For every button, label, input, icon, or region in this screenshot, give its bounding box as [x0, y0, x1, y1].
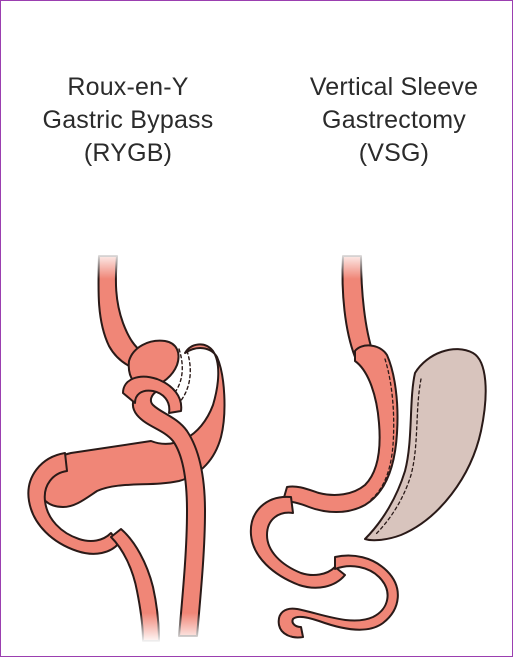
- rygb-staple-line-2: [179, 351, 190, 403]
- rygb-illustration: [28, 256, 224, 641]
- rygb-bowel-fade: [131, 613, 211, 643]
- vsg-esophagus-fade: [333, 251, 373, 279]
- rygb-esophagus-fade: [89, 251, 129, 279]
- vsg-sleeve-stomach: [283, 345, 398, 512]
- vsg-illustration: [251, 256, 486, 638]
- vsg-small-bowel: [279, 556, 398, 638]
